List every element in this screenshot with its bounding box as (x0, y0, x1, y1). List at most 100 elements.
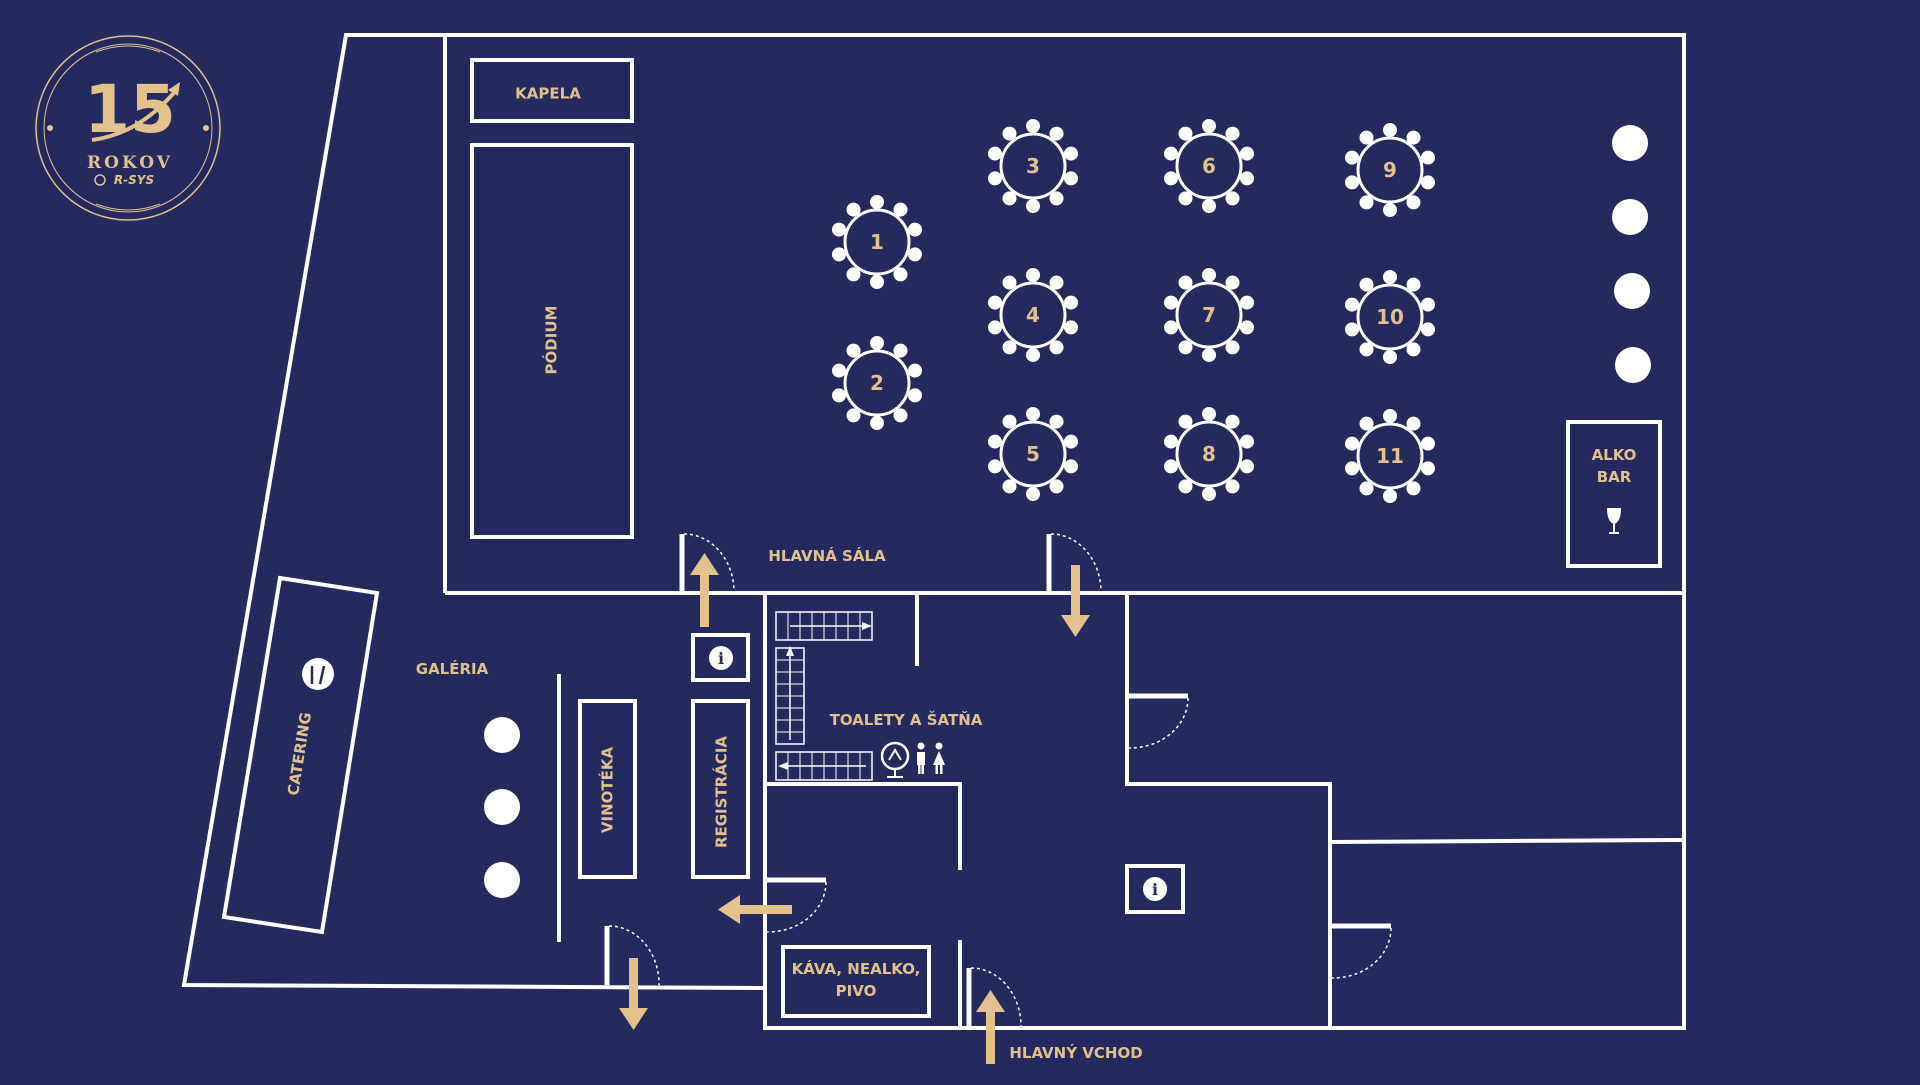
gallery-stool (484, 717, 520, 753)
bar-stool (1612, 125, 1648, 161)
info-icon (1143, 877, 1167, 901)
info-icon (709, 646, 733, 670)
dining-table: 8 (1162, 405, 1256, 503)
chair (1047, 189, 1066, 208)
arrow-up-icon (690, 553, 719, 627)
dining-table: 3 (986, 117, 1080, 215)
restroom-icon (917, 742, 945, 774)
chair (1024, 266, 1042, 284)
info-icon-glyph: i (718, 649, 724, 668)
chair (1404, 275, 1423, 294)
chair (1381, 268, 1399, 286)
info-icon-glyph: i (1152, 880, 1158, 899)
logo-number: 15 (84, 71, 176, 148)
chair (1176, 189, 1195, 208)
table-top (999, 132, 1067, 200)
chair (891, 200, 910, 219)
table-number: 7 (1202, 303, 1216, 327)
chair (1357, 275, 1376, 294)
dining-table: 1 (830, 193, 924, 291)
chair (1223, 273, 1242, 292)
table-number: 10 (1376, 305, 1404, 329)
chair (1024, 346, 1042, 364)
chair (891, 406, 910, 425)
chair (1357, 193, 1376, 212)
door-main-hall-left (679, 533, 735, 594)
catering-label: CATERING (284, 711, 315, 797)
chair (1000, 338, 1019, 357)
registracia-label: REGISTRÁCIA (712, 736, 731, 848)
logo-dot-right (203, 125, 209, 131)
table-top (1356, 283, 1424, 351)
chair (1223, 338, 1242, 357)
toilets-label: TOALETY A ŠATŇA (830, 710, 983, 729)
alko-bar-label-2: BAR (1597, 468, 1632, 486)
chair (1223, 412, 1242, 431)
door-main-entrance (966, 967, 1022, 1027)
chair (1000, 124, 1019, 143)
chair (1000, 477, 1019, 496)
chair (1200, 197, 1218, 215)
dining-table: 4 (986, 266, 1080, 364)
gallery-stool (484, 789, 520, 825)
chair (844, 265, 863, 284)
info-point-entrance: i (1125, 864, 1185, 914)
chair (1381, 407, 1399, 425)
chair (1000, 412, 1019, 431)
door-main-hall-right (1046, 533, 1102, 594)
chair (844, 406, 863, 425)
chair (1223, 124, 1242, 143)
chair (1404, 128, 1423, 147)
band-area (470, 58, 634, 123)
chair (1200, 485, 1218, 503)
arrow-down-icon (619, 958, 648, 1030)
door-side-room-3 (1331, 923, 1392, 979)
chair (868, 414, 886, 432)
vinoteka-label: VINOTÉKA (598, 747, 617, 834)
main-hall-wall (443, 33, 1686, 595)
chair (1000, 273, 1019, 292)
bar-stool (1614, 273, 1650, 309)
chair (891, 265, 910, 284)
chair (868, 193, 886, 211)
bar-stool (1612, 199, 1648, 235)
dining-table: 2 (830, 334, 924, 432)
chair (891, 341, 910, 360)
chair (1357, 340, 1376, 359)
gallery-label: GALÉRIA (416, 659, 489, 678)
chair (1223, 189, 1242, 208)
coffee-bar (781, 945, 931, 1018)
chair (868, 334, 886, 352)
chair (1024, 117, 1042, 135)
gallery-stool (484, 862, 520, 898)
table-top (1175, 420, 1243, 488)
chair (844, 200, 863, 219)
chair (1381, 487, 1399, 505)
chair (1223, 477, 1242, 496)
logo-word: ROKOV (87, 153, 173, 173)
right-divider-wall (1329, 838, 1685, 844)
chair (1047, 477, 1066, 496)
cutlery-icon (302, 658, 334, 690)
central-section-wall (763, 593, 1332, 1030)
chair (1357, 128, 1376, 147)
door-gallery-exit (604, 925, 660, 986)
arrow-down-icon (1061, 565, 1090, 637)
table-number: 5 (1026, 442, 1040, 466)
chair (844, 341, 863, 360)
chair (1404, 340, 1423, 359)
dining-table: 10 (1343, 268, 1437, 366)
chair (1024, 197, 1042, 215)
dining-table: 7 (1162, 266, 1256, 364)
table-number: 4 (1026, 303, 1040, 327)
logo-swoosh (91, 86, 180, 142)
anniversary-logo: 15 ROKOV R-SYS (35, 35, 221, 221)
table-number: 11 (1376, 444, 1404, 468)
chair (1176, 338, 1195, 357)
logo-brand-icon (94, 174, 106, 186)
catering-counter (221, 575, 380, 935)
info-point-registration: i (691, 633, 750, 682)
